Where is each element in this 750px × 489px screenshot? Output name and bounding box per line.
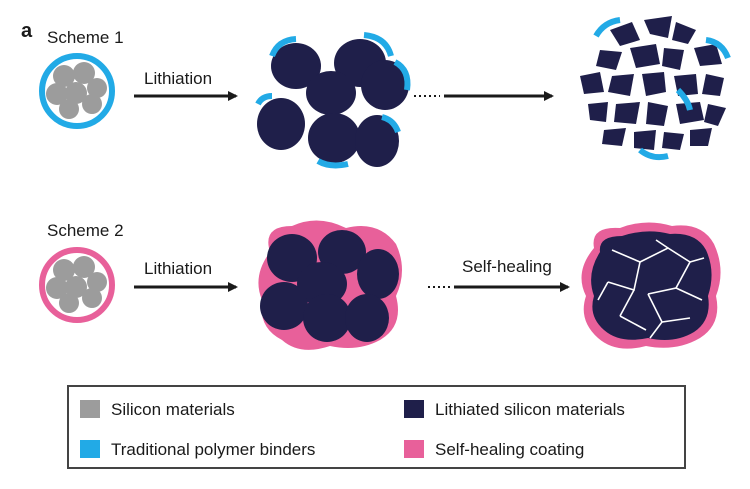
scheme2-self-healing-label: Self-healing	[462, 257, 552, 276]
legend-swatch-lithiated	[404, 400, 424, 418]
legend-label-silicon: Silicon materials	[111, 400, 235, 419]
scheme1-pristine-particle	[39, 53, 115, 129]
scheme2-pristine-particle	[39, 247, 115, 323]
scheme2-step-label: Lithiation	[144, 259, 213, 278]
legend-label-lithiated: Lithiated silicon materials	[435, 400, 625, 419]
scheme2-healed-cluster	[581, 222, 721, 349]
scheme1-title: Scheme 1	[47, 28, 124, 47]
legend: Silicon materials Lithiated silicon mate…	[67, 385, 686, 469]
legend-swatch-silicon	[80, 400, 100, 418]
scheme1-pulverized-fragments	[580, 16, 731, 161]
legend-label-coating: Self-healing coating	[435, 440, 585, 459]
scheme1-step-label: Lithiation	[144, 69, 213, 88]
scheme2-lithiated-particles	[258, 220, 402, 350]
legend-swatch-coating	[404, 440, 424, 458]
scheme1-lithiated-particles	[255, 32, 411, 169]
legend-swatch-binder	[80, 440, 100, 458]
panel-label: a	[21, 20, 33, 42]
scheme2-title: Scheme 2	[47, 221, 124, 240]
legend-label-binder: Traditional polymer binders	[111, 440, 316, 459]
